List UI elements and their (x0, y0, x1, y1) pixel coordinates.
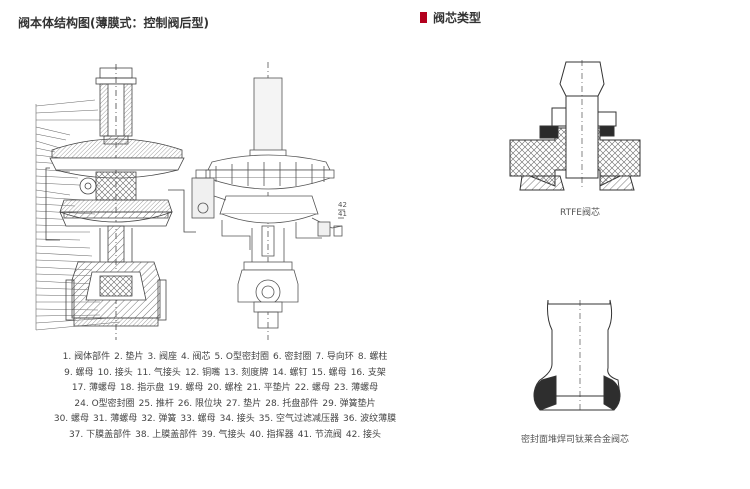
legend-item: 17. 薄螺母 (71, 383, 117, 393)
legend-item: 40. 指挥器 (249, 429, 294, 440)
legend-item: 6. 密封圈 (273, 352, 312, 362)
legend-item: 19. 螺母 (168, 383, 204, 393)
legend-item: 42. 接头 (345, 429, 382, 440)
legend-item: 23. 薄螺母 (333, 383, 379, 393)
legend-item: 35. 空气过滤减压器 (258, 414, 339, 424)
legend-item: 16. 支架 (350, 367, 386, 378)
legend-item: 41. 节流阀 (297, 429, 342, 440)
legend-item: 11. 气接头 (136, 367, 181, 378)
legend-item: 20. 螺栓 (207, 383, 243, 393)
rtfe-caption: RTFE阀芯 (560, 208, 600, 218)
legend-item: 14. 螺钉 (272, 367, 308, 378)
legend-item: 1. 阀体部件 (62, 352, 111, 362)
legend-item: 4. 阀芯 (181, 352, 211, 362)
legend-item: 13. 刻度牌 (224, 367, 269, 378)
legend-item: 15. 螺母 (311, 367, 347, 378)
title-marker (420, 12, 427, 23)
left-title: 阀本体结构图(薄膜式：控制阀后型) (18, 16, 209, 30)
callout-41: 41 (338, 210, 347, 218)
legend-item: 18. 指示盘 (120, 383, 165, 393)
legend-item: 9. 螺母 (64, 367, 94, 378)
hardfaced-core-drawing (533, 299, 621, 411)
legend-item: 5. O型密封圈 (214, 352, 269, 362)
legend-item: 37. 下膜盖部件 (68, 429, 132, 440)
legend-item: 33. 螺母 (180, 414, 216, 424)
right-title-text: 阀芯类型 (433, 11, 482, 25)
legend-item: 32. 弹簧 (141, 414, 177, 424)
legend-item: 36. 波纹薄膜 (342, 414, 397, 424)
legend-item: 25. 推杆 (138, 398, 174, 409)
legend-item: 3. 阀座 (147, 352, 177, 362)
legend-item: 26. 限位块 (177, 398, 223, 409)
legend-item: 2. 垫片 (114, 352, 144, 362)
legend-item: 30. 螺母 (53, 414, 90, 424)
legend-item: 21. 平垫片 (246, 383, 291, 393)
legend-item: 38. 上膜盖部件 (135, 429, 198, 440)
external-view (191, 62, 345, 340)
legend-item: 8. 螺柱 (357, 352, 388, 362)
legend-item: 22. 螺母 (294, 383, 330, 393)
callout-42: 42 (338, 201, 347, 209)
legend-item: 7. 导向环 (315, 352, 354, 362)
legend-item: 27. 垫片 (226, 398, 262, 409)
right-title: 阀芯类型 (420, 9, 481, 26)
legend-item: 31. 薄螺母 (93, 414, 138, 424)
legend-item: 29. 弹簧垫片 (322, 398, 376, 409)
sectional-drawing (35, 64, 196, 340)
legend-item: 28. 托盘部件 (265, 398, 319, 409)
rtfe-core-drawing (509, 60, 641, 191)
hardfaced-caption: 密封面堆焊司钛莱合金阀芯 (521, 435, 630, 445)
legend-item: 12. 铜嘴 (184, 367, 221, 378)
legend-item: 24. O型密封圈 (74, 398, 135, 409)
legend-item: 10. 接头 (97, 367, 133, 378)
legend-item: 39. 气接头 (201, 429, 246, 440)
legend-item: 34. 接头 (219, 414, 255, 424)
bolt-row (215, 162, 325, 186)
